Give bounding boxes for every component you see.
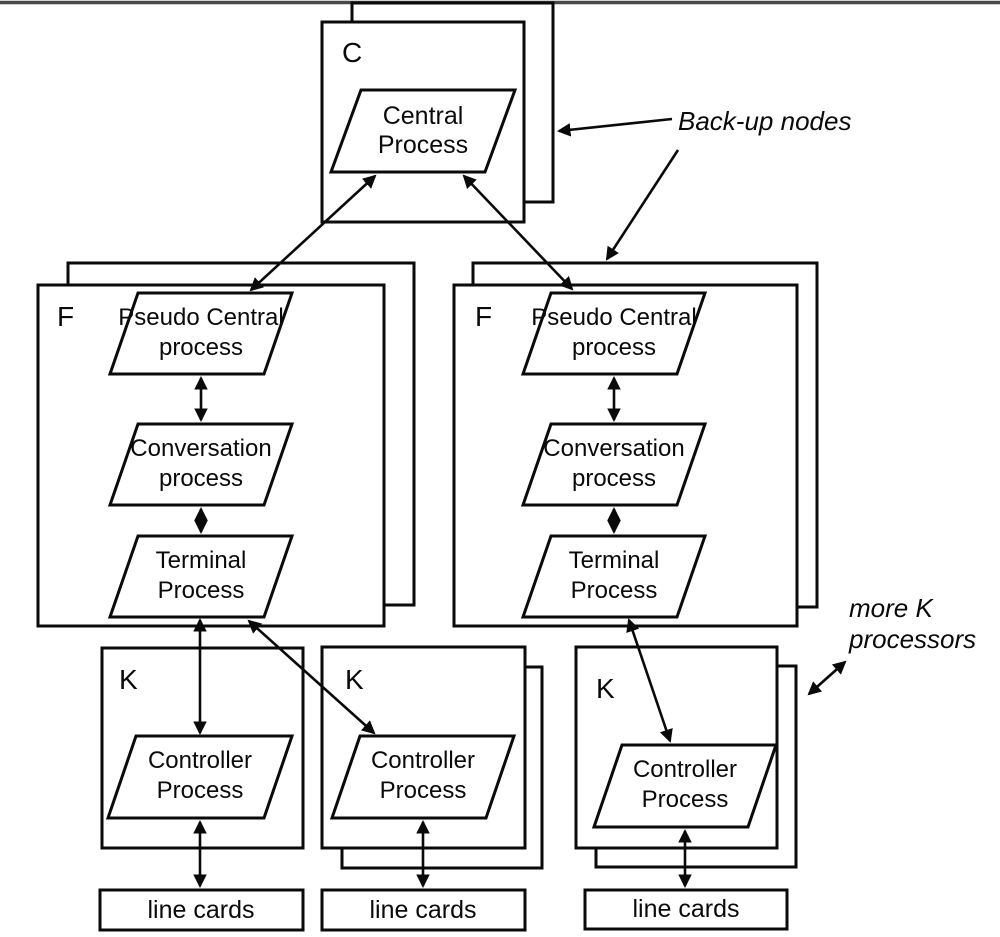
central-process-label: Central Process bbox=[377, 102, 469, 159]
k2-line-cards-label: line cards bbox=[369, 896, 477, 924]
arrow-more-k-processors bbox=[807, 660, 847, 696]
f1-terminal-shape bbox=[107, 534, 295, 619]
k3-controller-shape bbox=[591, 743, 779, 829]
k2-node-tag: K bbox=[345, 664, 364, 695]
k2-controller-label: Controller Process bbox=[370, 747, 476, 804]
central-process-shape bbox=[328, 88, 518, 174]
arrow-backup-label-to-central bbox=[556, 117, 673, 137]
f2-pseudo-central-label: Pseudo Central process bbox=[531, 304, 697, 361]
arrow-backup-label-to-f2 bbox=[605, 149, 680, 261]
arrow-central-to-f2 bbox=[462, 174, 574, 291]
arrow-central-to-f1 bbox=[249, 174, 377, 292]
k3-line-cards-label: line cards bbox=[632, 895, 740, 923]
k1-controller-shape bbox=[105, 734, 295, 820]
k3-line-cards-box bbox=[583, 888, 789, 931]
f1-terminal-label: Terminal Process bbox=[155, 547, 247, 604]
k1-line-cards-box bbox=[98, 888, 305, 932]
f2-node-tag: F bbox=[475, 301, 493, 332]
arrow-f1-terminal-to-k2 bbox=[247, 619, 376, 735]
arrow-f2-terminal-to-k3 bbox=[626, 618, 673, 743]
k2-controller-shape bbox=[329, 734, 517, 820]
k1-controller-label: Controller Process bbox=[147, 747, 253, 804]
central-node-tag: C bbox=[342, 37, 363, 68]
backup-nodes-annotation: Back-up nodes bbox=[678, 106, 852, 136]
f1-pseudo-central-label: Pseudo Central process bbox=[118, 304, 284, 361]
more-k-processors-annotation: more K processors bbox=[849, 593, 977, 654]
f2-terminal-label: Terminal Process bbox=[568, 547, 660, 604]
k3-controller-label: Controller Process bbox=[632, 756, 738, 813]
k1-line-cards-label: line cards bbox=[147, 896, 255, 924]
f2-pseudo-central-shape bbox=[520, 291, 708, 376]
f1-node-tag: F bbox=[57, 301, 75, 332]
f1-conversation-label: Conversation process bbox=[130, 435, 272, 492]
k1-node-tag: K bbox=[119, 664, 138, 695]
f2-terminal-shape bbox=[520, 534, 708, 619]
f1-pseudo-central-shape bbox=[107, 291, 295, 376]
k3-node-tag: K bbox=[596, 673, 615, 704]
f1-conversation-shape bbox=[107, 422, 295, 507]
f2-conversation-label: Conversation process bbox=[543, 435, 685, 492]
k2-line-cards-box bbox=[320, 888, 527, 932]
f2-conversation-shape bbox=[520, 422, 708, 507]
